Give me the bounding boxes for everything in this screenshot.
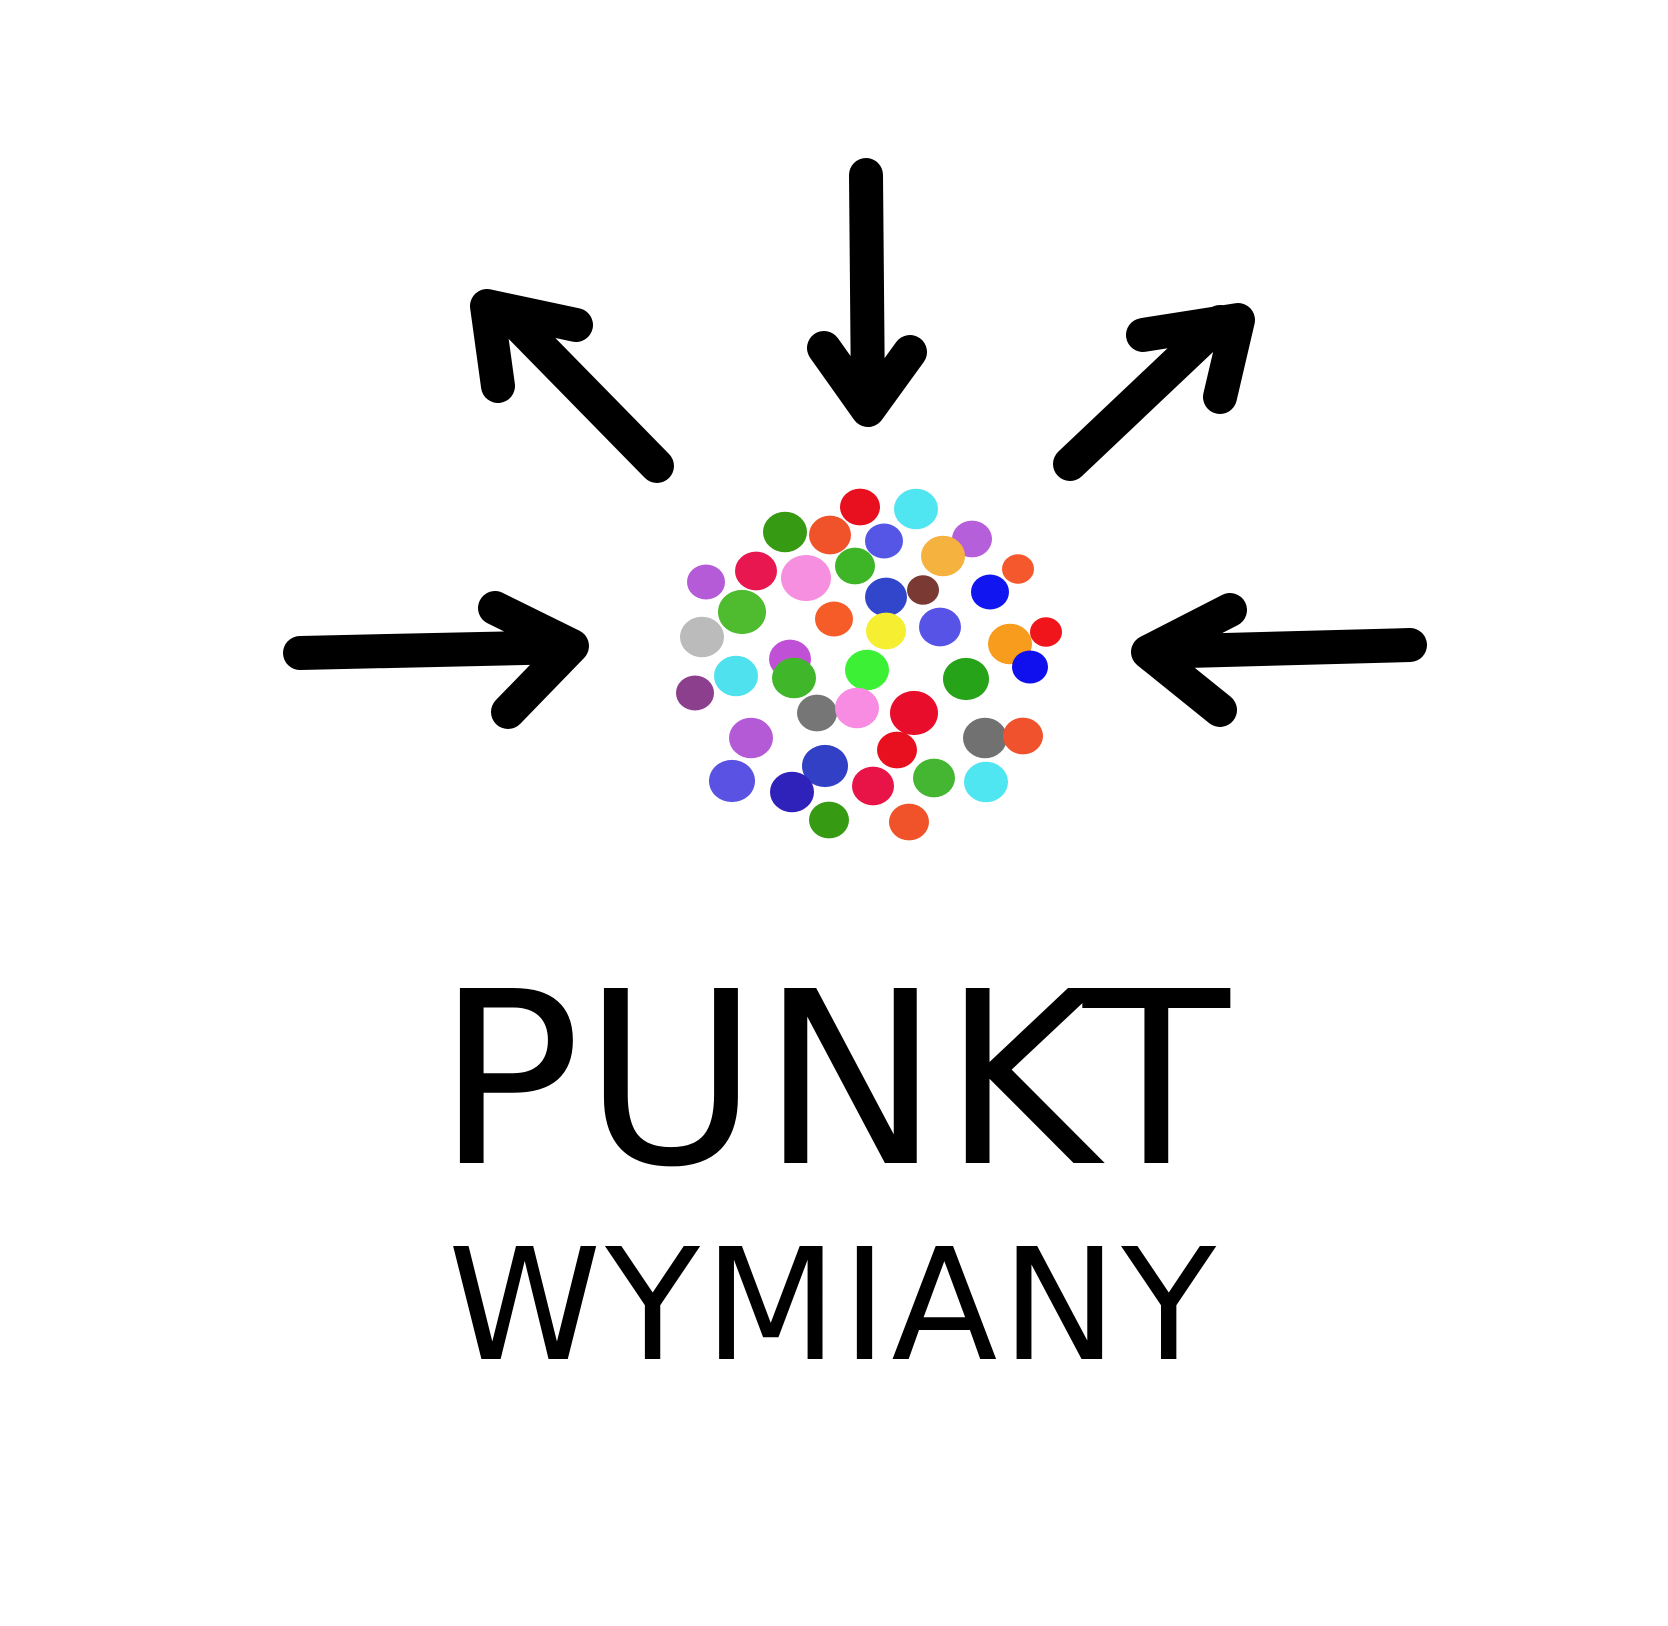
dot	[852, 766, 894, 806]
dot	[835, 687, 879, 729]
dot	[894, 488, 938, 530]
dot	[714, 655, 758, 697]
dot	[770, 771, 814, 813]
dot	[1030, 617, 1062, 647]
dot	[718, 589, 766, 635]
dot	[845, 649, 889, 691]
dot	[963, 717, 1007, 759]
dot	[971, 574, 1009, 610]
dot	[889, 803, 929, 841]
dot	[1003, 717, 1043, 755]
arrow-left-icon	[1131, 593, 1427, 727]
dot	[772, 657, 816, 699]
arrow-up-left-icon	[470, 289, 674, 483]
dot	[797, 694, 837, 732]
dot	[890, 690, 938, 736]
dot	[919, 607, 961, 647]
dot	[815, 601, 853, 637]
logo-subtitle: WYMIANY	[447, 1215, 1221, 1396]
dot	[809, 515, 851, 555]
dot	[835, 547, 875, 585]
dot	[921, 535, 965, 577]
dot	[840, 488, 880, 526]
arrow-up-right-icon	[1053, 303, 1255, 481]
dot	[964, 761, 1008, 803]
dot	[943, 657, 989, 701]
dot	[865, 523, 903, 559]
dot	[877, 731, 917, 769]
dot	[781, 555, 831, 601]
dot	[709, 759, 755, 803]
dot	[809, 801, 849, 839]
dot	[865, 577, 907, 617]
dot	[802, 744, 848, 788]
logo-title: PUNKT	[436, 940, 1232, 1220]
dot	[729, 717, 773, 759]
dot	[1012, 650, 1048, 684]
dot	[763, 511, 807, 553]
arrow-down-icon	[807, 158, 927, 427]
dot	[680, 616, 724, 658]
dot	[676, 675, 714, 711]
dot	[687, 564, 725, 600]
dot	[1002, 554, 1034, 584]
dot	[735, 551, 777, 591]
arrow-right-icon	[283, 591, 589, 729]
dot	[907, 575, 939, 605]
colorful-dots-cluster	[676, 488, 1062, 841]
dot	[913, 758, 955, 798]
dot	[866, 612, 906, 650]
